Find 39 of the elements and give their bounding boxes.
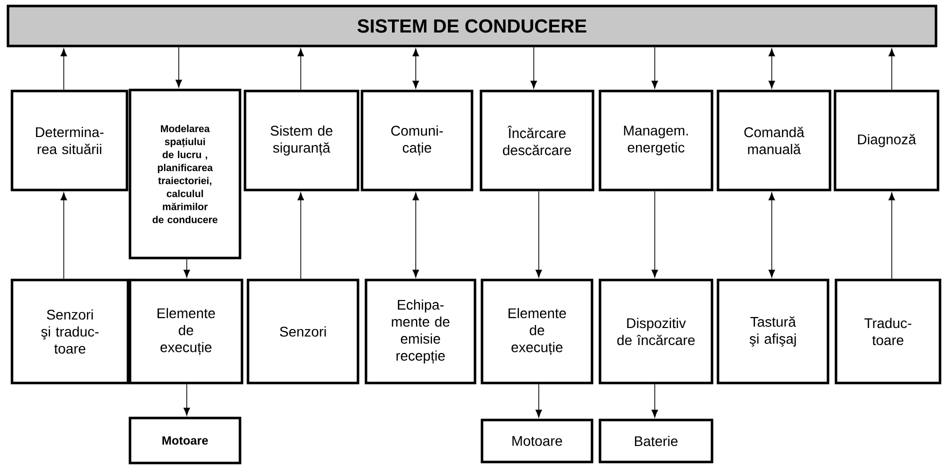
arrow (768, 192, 775, 278)
arrow (60, 48, 67, 90)
process-box: Modelarea spațiului de lucru , planificarea traiectoriei, calculul mărimilor de conducere (128, 88, 242, 260)
arrow (888, 48, 895, 90)
process-box: Încărcare descărcare (480, 90, 594, 192)
arrow (412, 48, 419, 89)
arrow (184, 258, 190, 278)
component-box: Motoare (480, 418, 594, 464)
arrow (652, 190, 658, 278)
arrow (184, 384, 190, 416)
process-box: Diagnoză (834, 90, 940, 192)
arrow (412, 192, 419, 278)
arrow (652, 384, 658, 418)
component-box: Senzori şi traduc-toare (10, 278, 130, 384)
arrow (60, 192, 67, 280)
arrow (530, 46, 537, 89)
component-box: Senzori (246, 278, 360, 384)
arrow (652, 46, 658, 89)
arrow (536, 190, 542, 278)
arrow (768, 48, 775, 89)
component-box: Tastură şi afişaj (716, 278, 830, 384)
component-box: Echipa-mente de emisie recepție (364, 278, 476, 384)
process-box: Sistem de siguranță (244, 90, 360, 192)
component-box: Traduc-toare (834, 278, 942, 384)
header-band: SISTEM DE CONDUCERE (6, 4, 938, 48)
component-box: Elemente de execuție (480, 278, 594, 384)
component-box: Dispozitiv de încărcare (598, 278, 714, 384)
arrow (176, 46, 182, 88)
component-box: Elemente de execuție (128, 278, 244, 384)
component-box: Baterie (598, 418, 714, 464)
arrow (298, 192, 304, 280)
component-box: Motoare (128, 416, 242, 464)
process-box: Determina-rea situării (10, 90, 128, 192)
process-box: Comandă manuală (716, 90, 832, 192)
arrow (298, 48, 304, 90)
arrow (536, 384, 542, 418)
arrow (888, 192, 895, 280)
process-box: Managem. energetic (598, 90, 714, 192)
process-box: Comuni-cație (360, 90, 474, 192)
